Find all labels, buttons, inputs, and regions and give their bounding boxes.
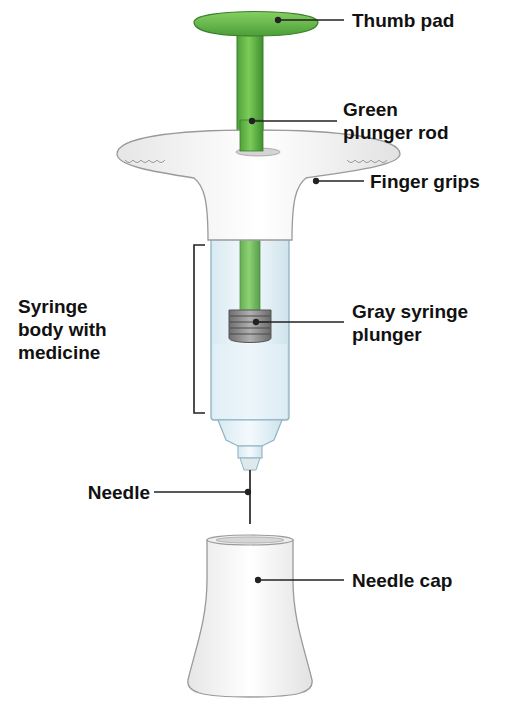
part-label: Needle <box>88 481 150 504</box>
part-label: Syringe body with medicine <box>18 295 128 364</box>
part-label: Needle cap <box>352 569 512 592</box>
part-label: Gray syringe plunger <box>352 300 492 346</box>
part-label: Thumb pad <box>352 9 512 32</box>
part-label: Finger grips <box>370 170 520 193</box>
part-label: Green plunger rod <box>343 98 461 144</box>
